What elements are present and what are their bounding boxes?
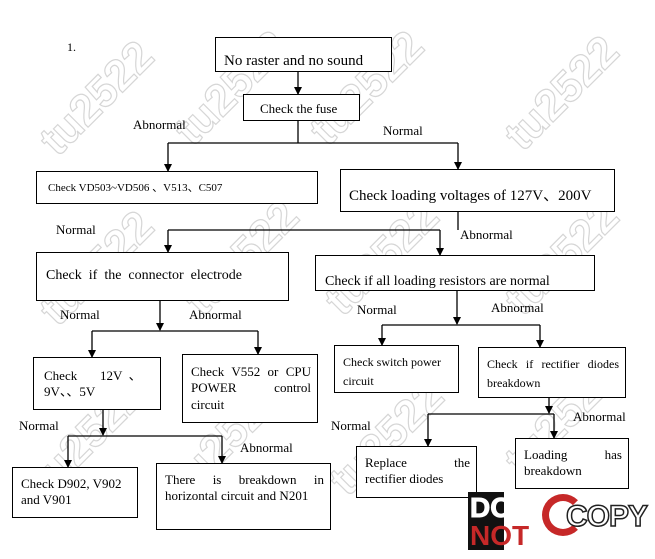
stamp-do: DO [470,492,513,524]
edge-label-volt-normal: Normal [19,418,59,433]
node-check-switch: Check switch power circuit [334,345,459,393]
node-check-resistors: Check if all loading resistors are norma… [315,255,595,291]
edge-label-volt-abnormal: Abnormal [240,440,293,455]
node-replace-rectifier: Replace the rectifier diodes [356,446,477,498]
node-check-rectifier: Check if rectifier diodes breakdown [478,347,626,398]
node-check-voltages: Check 12V 、 9V、、5V [33,357,161,410]
do-not-copy-stamp: DO NOT COPY [462,490,650,552]
edge-label-connector-abnormal: Abnormal [189,307,242,322]
node-breakdown-horizontal: There is breakdown in horizontal circuit… [156,463,331,530]
stamp-copy: COPY [565,499,649,534]
edge-label-fuse-normal: Normal [383,123,423,138]
edge-label-resistor-abnormal: Abnormal [491,300,544,315]
edge-label-voltage-abnormal: Abnormal [460,227,513,242]
node-check-d902: Check D902, V902 and V901 [12,467,138,518]
edge-label-rect-normal: Normal [331,418,371,433]
edge-label-resistor-normal: Normal [357,302,397,317]
step-number: 1. [67,40,76,54]
edge-label-fuse-abnormal: Abnormal [133,117,186,132]
node-check-fuse: Check the fuse [243,94,360,121]
stamp-not: NOT [470,520,530,551]
node-loading-breakdown: Loading has breakdown [515,438,629,489]
edge-label-rect-abnormal: Abnormal [573,409,626,424]
node-check-v552: Check V552 or CPU POWER control circuit [182,354,318,423]
node-check-connector: Check if the connector electrode [36,252,289,301]
edge-label-voltage-normal: Normal [56,222,96,237]
node-no-raster: No raster and no sound [215,37,392,72]
edge-label-connector-normal: Normal [60,307,100,322]
stamp-c-mark [542,494,584,536]
node-check-loading-voltages: Check loading voltages of 127V、200V [340,169,615,212]
node-check-vd: Check VD503~VD506 、V513、C507 [36,171,318,204]
